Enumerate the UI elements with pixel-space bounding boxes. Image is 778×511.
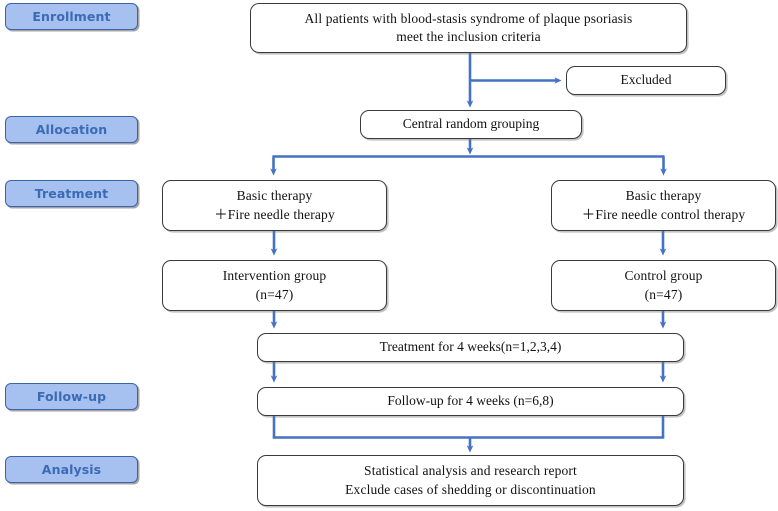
node-line: Follow-up for 4 weeks (n=6,8) bbox=[387, 393, 554, 409]
node-excluded[interactable]: Excluded bbox=[566, 66, 726, 95]
node-central-random-grouping[interactable]: Central random grouping bbox=[360, 110, 582, 139]
node-line: Control group bbox=[624, 268, 703, 284]
node-line: Excluded bbox=[620, 72, 672, 88]
node-line: Central random grouping bbox=[402, 116, 540, 132]
stage-pill-label: Enrollment bbox=[32, 9, 111, 24]
node-line: meet the inclusion criteria bbox=[396, 29, 541, 44]
stage-pill-analysis[interactable]: Analysis bbox=[5, 456, 138, 483]
stage-pill-allocation[interactable]: Allocation bbox=[5, 116, 138, 143]
node-statistical-analysis[interactable]: Statistical analysis and research report… bbox=[257, 455, 684, 506]
node-basic-fire-needle-therapy[interactable]: Basic therapy ＋Fire needle therapy bbox=[162, 180, 387, 231]
node-line: (n=47) bbox=[255, 286, 294, 302]
stage-pill-label: Follow-up bbox=[36, 389, 107, 404]
node-control-group[interactable]: Control group (n=47) bbox=[551, 260, 776, 311]
node-inclusion-criteria[interactable]: All patients with blood-stasis syndrome … bbox=[250, 3, 687, 53]
node-line: Basic therapy bbox=[236, 188, 313, 204]
node-basic-fire-needle-control-therapy[interactable]: Basic therapy ＋Fire needle control thera… bbox=[551, 180, 776, 231]
stage-pill-enrollment[interactable]: Enrollment bbox=[5, 3, 138, 30]
node-line: Intervention group bbox=[222, 268, 327, 284]
stage-pill-label: Treatment bbox=[34, 186, 109, 201]
stage-pill-label: Allocation bbox=[35, 122, 108, 137]
stage-pill-followup[interactable]: Follow-up bbox=[5, 383, 138, 410]
node-line: ＋Fire needle control therapy bbox=[581, 206, 746, 222]
node-followup-4-weeks[interactable]: Follow-up for 4 weeks (n=6,8) bbox=[257, 387, 684, 416]
node-intervention-group[interactable]: Intervention group (n=47) bbox=[162, 260, 387, 311]
node-line: ＋Fire needle therapy bbox=[214, 206, 335, 222]
node-line: All patients with blood-stasis syndrome … bbox=[304, 10, 633, 26]
node-line: Basic therapy bbox=[625, 188, 702, 204]
node-treatment-4-weeks[interactable]: Treatment for 4 weeks(n=1,2,3,4) bbox=[257, 333, 684, 362]
node-line: Treatment for 4 weeks(n=1,2,3,4) bbox=[379, 339, 562, 355]
stage-pill-label: Analysis bbox=[41, 462, 102, 477]
node-line: (n=47) bbox=[644, 286, 683, 302]
node-line: Statistical analysis and research report bbox=[364, 463, 577, 479]
node-line: Exclude cases of shedding or discontinua… bbox=[345, 481, 596, 497]
stage-pill-treatment[interactable]: Treatment bbox=[5, 180, 138, 207]
